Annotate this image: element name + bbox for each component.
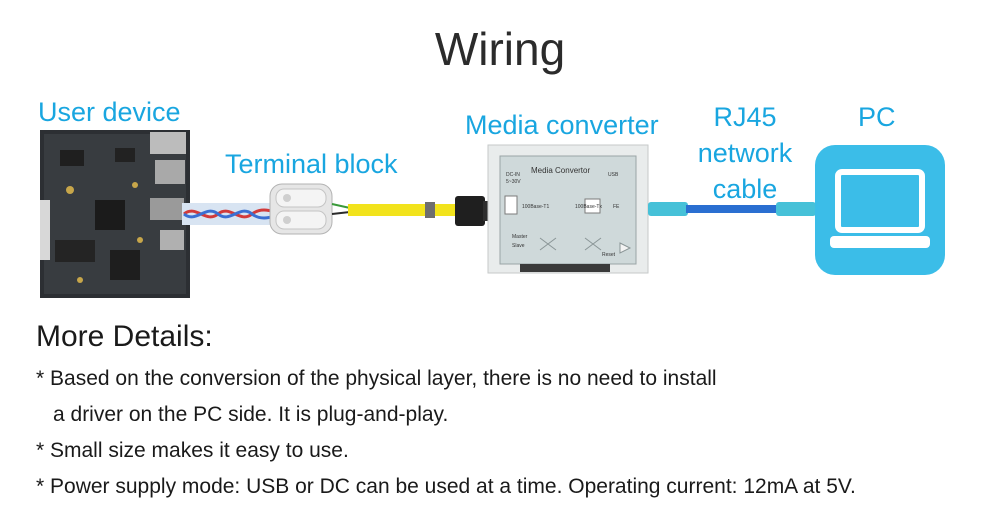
converter-reset-label: Reset	[602, 252, 616, 258]
converter-master-label: Master	[512, 234, 528, 240]
connector-plug-icon	[455, 196, 491, 226]
media-converter-label: Media converter	[465, 110, 659, 140]
media-converter-icon: Media Convertor DC-IN 5~30V USB 100Base-…	[487, 144, 649, 274]
terminal-block-label: Terminal block	[225, 149, 398, 179]
rj45-label-line1: RJ45	[713, 102, 777, 132]
twisted-pair-wire	[182, 203, 277, 225]
detail-bullet-1-continued: a driver on the PC side. It is plug-and-…	[53, 403, 449, 426]
converter-usb-label: USB	[608, 172, 619, 178]
converter-slave-label: Slave	[512, 243, 525, 249]
pc-label: PC	[858, 102, 896, 132]
converter-fe-label: FE	[613, 204, 620, 210]
circuit-board-icon	[40, 130, 190, 298]
detail-bullet-2: * Small size makes it easy to use.	[36, 439, 349, 462]
converter-port-left-label: 100Base-T1	[522, 204, 549, 210]
laptop-icon	[815, 145, 945, 275]
page-title: Wiring	[434, 23, 566, 75]
network-cable-icon	[648, 202, 816, 216]
converter-name-label: Media Convertor	[531, 166, 590, 175]
converter-voltage-label: 5~30V	[506, 179, 521, 185]
detail-bullet-3: * Power supply mode: USB or DC can be us…	[36, 475, 856, 498]
converter-dcin-label: DC-IN	[506, 172, 520, 178]
terminal-block-icon	[269, 183, 333, 235]
detail-bullet-1: * Based on the conversion of the physica…	[36, 367, 717, 390]
details-heading: More Details:	[36, 320, 213, 353]
user-device-label: User device	[38, 97, 181, 127]
yellow-cable	[348, 204, 458, 216]
rj45-label-line2: network	[697, 138, 793, 168]
wiring-diagram: Media Convertor DC-IN 5~30V USB 100Base-…	[40, 130, 945, 298]
converter-port-right-label: 100Base-Tx	[575, 204, 602, 210]
rj45-label-line3: cable	[712, 174, 778, 204]
